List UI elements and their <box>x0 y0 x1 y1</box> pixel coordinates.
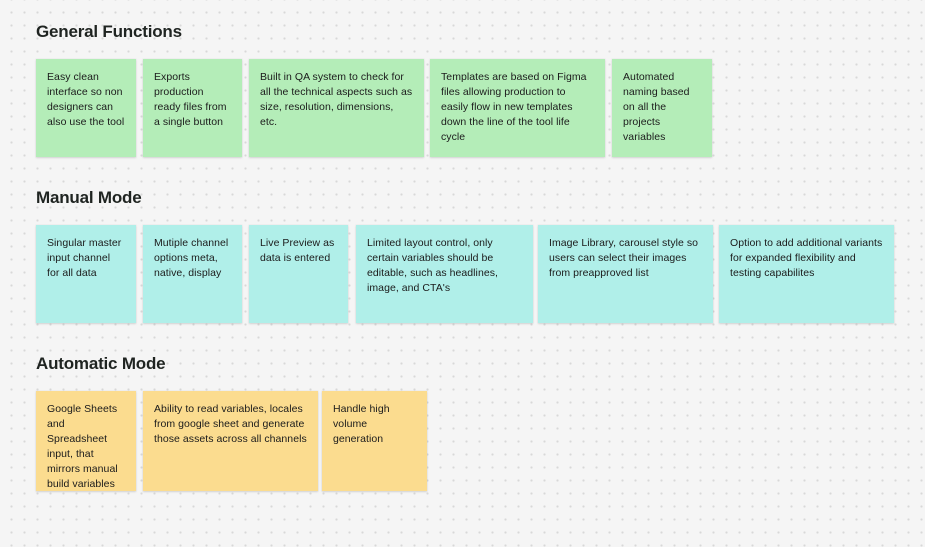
sticky-note-card[interactable]: Easy clean interface so non designers ca… <box>36 59 136 157</box>
section-title-general-functions: General Functions <box>36 22 182 41</box>
sticky-note-card[interactable]: Built in QA system to check for all the … <box>249 59 424 157</box>
sticky-note-card[interactable]: Live Preview as data is entered <box>249 225 348 323</box>
section-title-manual-mode: Manual Mode <box>36 188 142 207</box>
sticky-note-card[interactable]: Limited layout control, only certain var… <box>356 225 533 323</box>
card-text: Built in QA system to check for all the … <box>260 71 413 128</box>
sticky-note-card[interactable]: Templates are based on Figma files allow… <box>430 59 605 157</box>
sticky-note-card[interactable]: Automated naming based on all the projec… <box>612 59 712 157</box>
sticky-note-card[interactable]: Handle high volume generation <box>322 391 427 491</box>
card-text: Limited layout control, only certain var… <box>367 237 498 294</box>
sticky-note-card[interactable]: Exports production ready files from a si… <box>143 59 242 157</box>
card-text: Exports production ready files from a si… <box>154 71 227 128</box>
sticky-note-card[interactable]: Singular master input channel for all da… <box>36 225 136 323</box>
card-text: Singular master input channel for all da… <box>47 237 122 279</box>
sticky-note-card[interactable]: Image Library, carousel style so users c… <box>538 225 713 323</box>
section-title-automatic-mode: Automatic Mode <box>36 354 166 373</box>
sticky-note-card[interactable]: Option to add additional variants for ex… <box>719 225 894 323</box>
card-text: Automated naming based on all the projec… <box>623 71 690 143</box>
sticky-note-card[interactable]: Google Sheets and Spreadsheet input, tha… <box>36 391 136 491</box>
card-text: Live Preview as data is entered <box>260 237 335 264</box>
card-text: Templates are based on Figma files allow… <box>441 71 587 143</box>
card-text: Easy clean interface so non designers ca… <box>47 71 125 128</box>
sticky-note-card[interactable]: Ability to read variables, locales from … <box>143 391 318 491</box>
card-text: Google Sheets and Spreadsheet input, tha… <box>47 403 118 490</box>
sticky-note-card[interactable]: Mutiple channel options meta, native, di… <box>143 225 242 323</box>
card-text: Ability to read variables, locales from … <box>154 403 307 445</box>
card-text: Image Library, carousel style so users c… <box>549 237 699 279</box>
card-text: Mutiple channel options meta, native, di… <box>154 237 229 279</box>
card-text: Handle high volume generation <box>333 403 390 445</box>
card-text: Option to add additional variants for ex… <box>730 237 883 279</box>
